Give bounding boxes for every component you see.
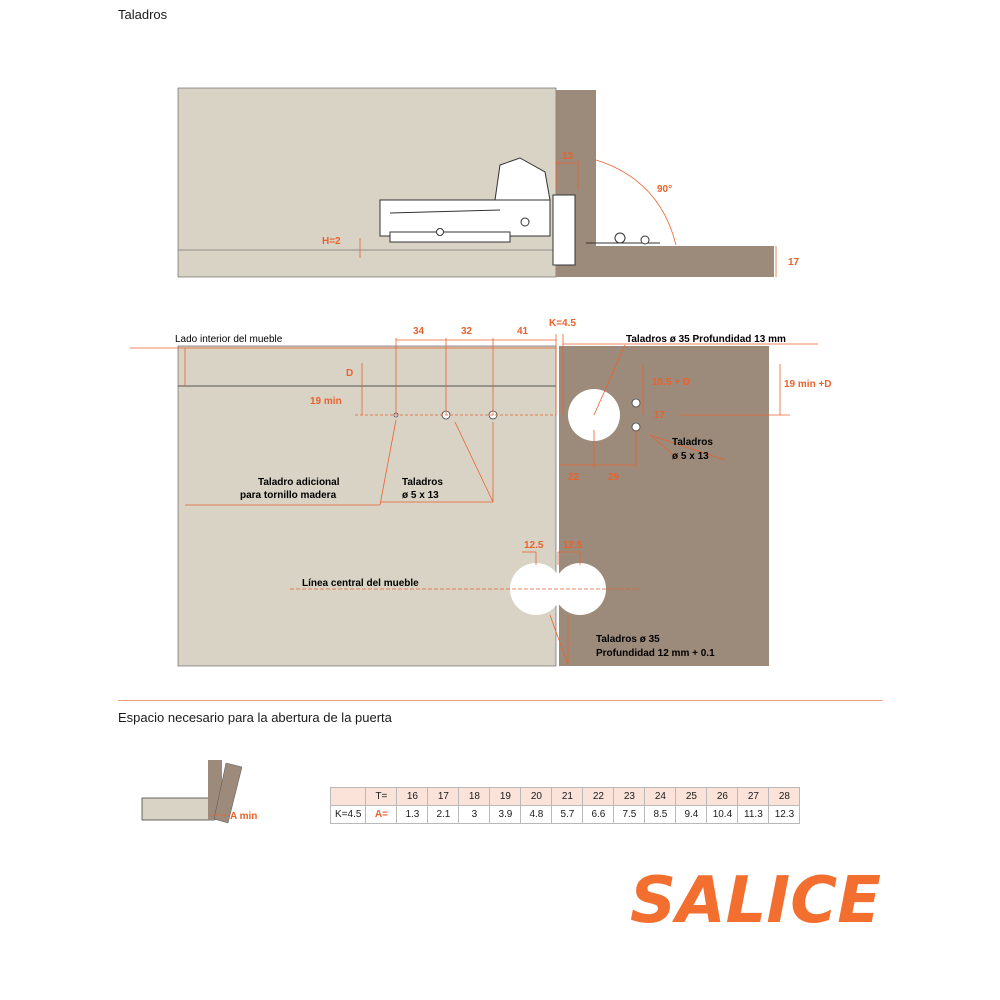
table-cell: 7.5 [613,805,646,824]
table-cell: 26 [706,787,739,806]
table-row-t: T= 16 17 18 19 20 21 22 23 24 25 26 27 2… [329,787,801,806]
table-cell: 20 [520,787,553,806]
table-cell-k-label: K=4.5 [329,805,367,824]
dim-34-label: 34 [413,326,425,337]
label-taladros-35b-2: Profundidad 12 mm + 0.1 [596,648,715,659]
table-cell: 12.3 [768,805,801,824]
label-taladros-door-1: Taladros [672,437,713,448]
dim-d-label: D [346,368,353,379]
door-screw-hole-2 [631,422,641,432]
table-cell: 10.4 [706,805,739,824]
table-cell: 18 [458,787,491,806]
table-cell: 25 [675,787,708,806]
dim-22-label: 22 [568,472,580,483]
label-taladros-side-2: ø 5 x 13 [402,490,439,501]
top-dimension-lines [359,159,777,277]
table-cell: 8.5 [644,805,677,824]
door-screw-hole-1 [631,398,641,408]
table-row-a: K=4.5 A= 1.3 2.1 3 3.9 4.8 5.7 6.6 7.5 8… [329,805,801,824]
dim-19min-d-label: 19 min +D [784,379,832,390]
table-cell-a-label: A= [365,805,398,824]
label-adicional-2: para tornillo madera [240,490,337,501]
section-title-drilling: Taladros [118,7,168,22]
cabinet-panel-front [177,345,557,667]
table-cell-t-label: T= [365,787,398,806]
salice-logo: SALICE [630,864,881,932]
table-cell: 23 [613,787,646,806]
table-cell: 27 [737,787,770,806]
dim-17-front-label: 17 [654,410,666,421]
dim-29-label: 29 [608,472,620,483]
dim-17-label: 17 [788,257,800,268]
table-cell: 1.3 [396,805,429,824]
dim-41-label: 41 [517,326,529,337]
opening-door-open [213,762,243,824]
table-cell: 28 [768,787,801,806]
label-taladros-35: Taladros ø 35 Profundidad 13 mm [626,334,786,345]
dim-19min-label: 19 min [310,396,342,407]
table-cell: 24 [644,787,677,806]
label-lado-interior: Lado interior del mueble [175,334,283,345]
opening-cabinet [141,797,215,821]
table-cell: 3.9 [489,805,522,824]
top-view-diagram: 13 90° H=2 17 [177,87,800,278]
label-linea-central: Línea central del mueble [302,578,419,589]
table-cell-empty [329,787,367,806]
logo-text: SALICE [630,864,881,932]
front-dimension-lines [130,334,818,666]
table-cell: 17 [427,787,460,806]
label-amin: A min [230,811,257,822]
front-view-diagram: Lado interior del mueble 34 32 41 K=4.5 … [130,318,832,667]
table-cell: 21 [551,787,584,806]
dim-13-label: 13 [562,151,574,162]
table-cell: 4.8 [520,805,553,824]
table-cell: 2.1 [427,805,460,824]
table-cell: 5.7 [551,805,584,824]
door-panel-open [586,246,774,277]
dim-12-5-left-label: 12.5 [524,540,544,551]
opening-diagram: A min [141,760,257,824]
dim-90-label: 90° [657,184,672,195]
table-cell: 9.4 [675,805,708,824]
section-title-space: Espacio necesario para la abertura de la… [118,710,392,725]
table-cell: 19 [489,787,522,806]
opening-table: T= 16 17 18 19 20 21 22 23 24 25 26 27 2… [329,787,801,824]
label-taladros-door-2: ø 5 x 13 [672,451,709,462]
label-taladros-35b-1: Taladros ø 35 [596,634,660,645]
dim-12-5-right-label: 12.5 [563,540,583,551]
table-cell: 6.6 [582,805,615,824]
dim-32-label: 32 [461,326,473,337]
hinge-drawing [379,157,660,266]
label-taladros-side-1: Taladros [402,477,443,488]
table-cell: 11.3 [737,805,770,824]
dim-10-5-d-label: 10.5 + D [652,377,690,388]
table-cell: 16 [396,787,429,806]
table-cell: 3 [458,805,491,824]
dim-h2-label: H=2 [322,236,341,247]
table-cell: 22 [582,787,615,806]
dim-k45-label: K=4.5 [549,318,576,329]
label-adicional-1: Taladro adicional [258,477,340,488]
section-divider [118,700,883,701]
